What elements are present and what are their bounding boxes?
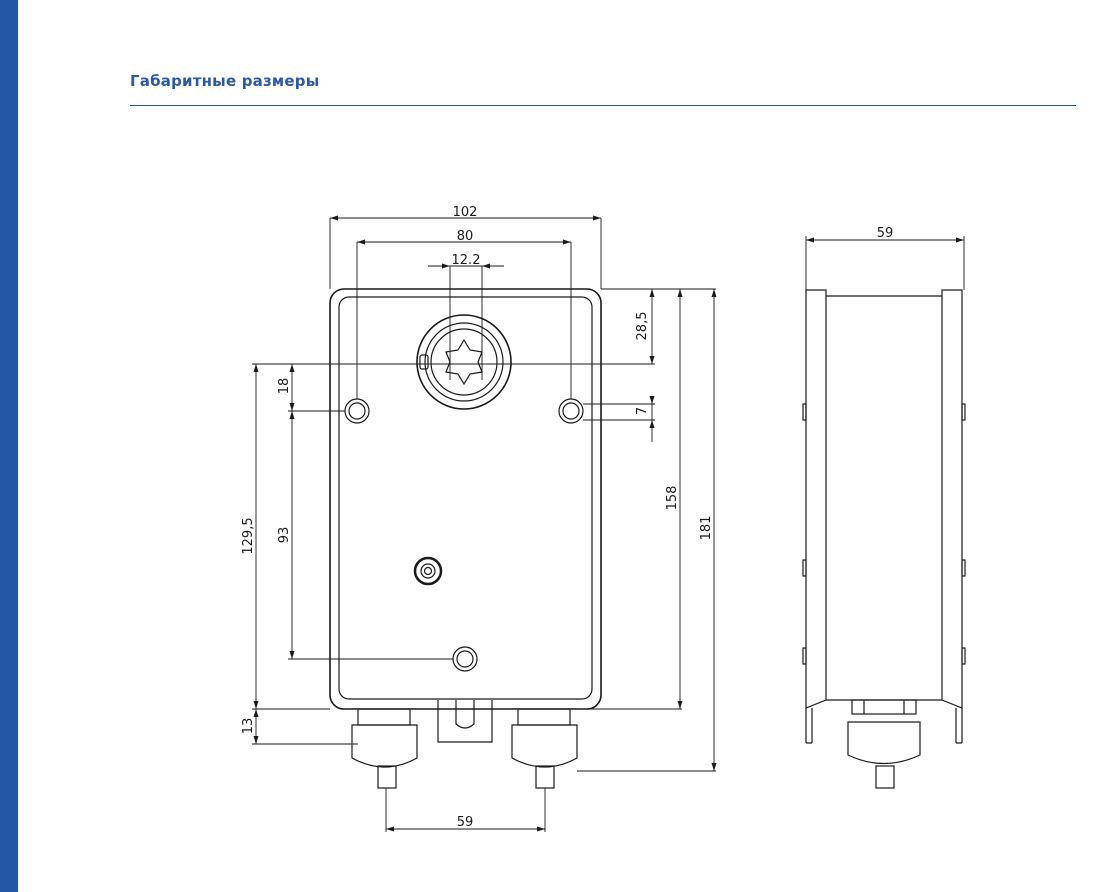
dim-hole-offset: 7 xyxy=(635,407,650,415)
dim-top-to-shaft: 28,5 xyxy=(635,312,650,341)
dim-overall-width: 102 xyxy=(453,205,478,220)
cable-gland-left xyxy=(351,708,418,789)
dim-shaft: 12.2 xyxy=(452,253,481,268)
side-view-gland xyxy=(847,699,921,789)
dim-side-depth: 59 xyxy=(877,226,894,241)
dim-bottom: 13 xyxy=(241,718,256,735)
dim-holes-vertical: 93 xyxy=(277,527,292,544)
side-view-housing xyxy=(802,289,966,744)
cable-gland-right xyxy=(511,708,578,789)
dim-mount-spacing: 80 xyxy=(457,229,474,244)
section-title: Габаритные размеры xyxy=(130,72,320,90)
side-accent-band xyxy=(0,0,18,892)
manual-release-button xyxy=(413,556,443,586)
bottom-bracket xyxy=(437,700,493,743)
dim-body-height: 158 xyxy=(665,486,680,511)
shaft-hub xyxy=(416,314,512,410)
dim-gland-spacing: 59 xyxy=(457,815,474,830)
front-view-housing xyxy=(329,288,602,710)
mounting-holes xyxy=(344,398,584,672)
dim-total-height: 181 xyxy=(699,516,714,541)
dim-left-hole-offset: 18 xyxy=(277,378,292,395)
dim-left-height: 129,5 xyxy=(241,517,256,554)
title-divider xyxy=(130,105,1076,106)
